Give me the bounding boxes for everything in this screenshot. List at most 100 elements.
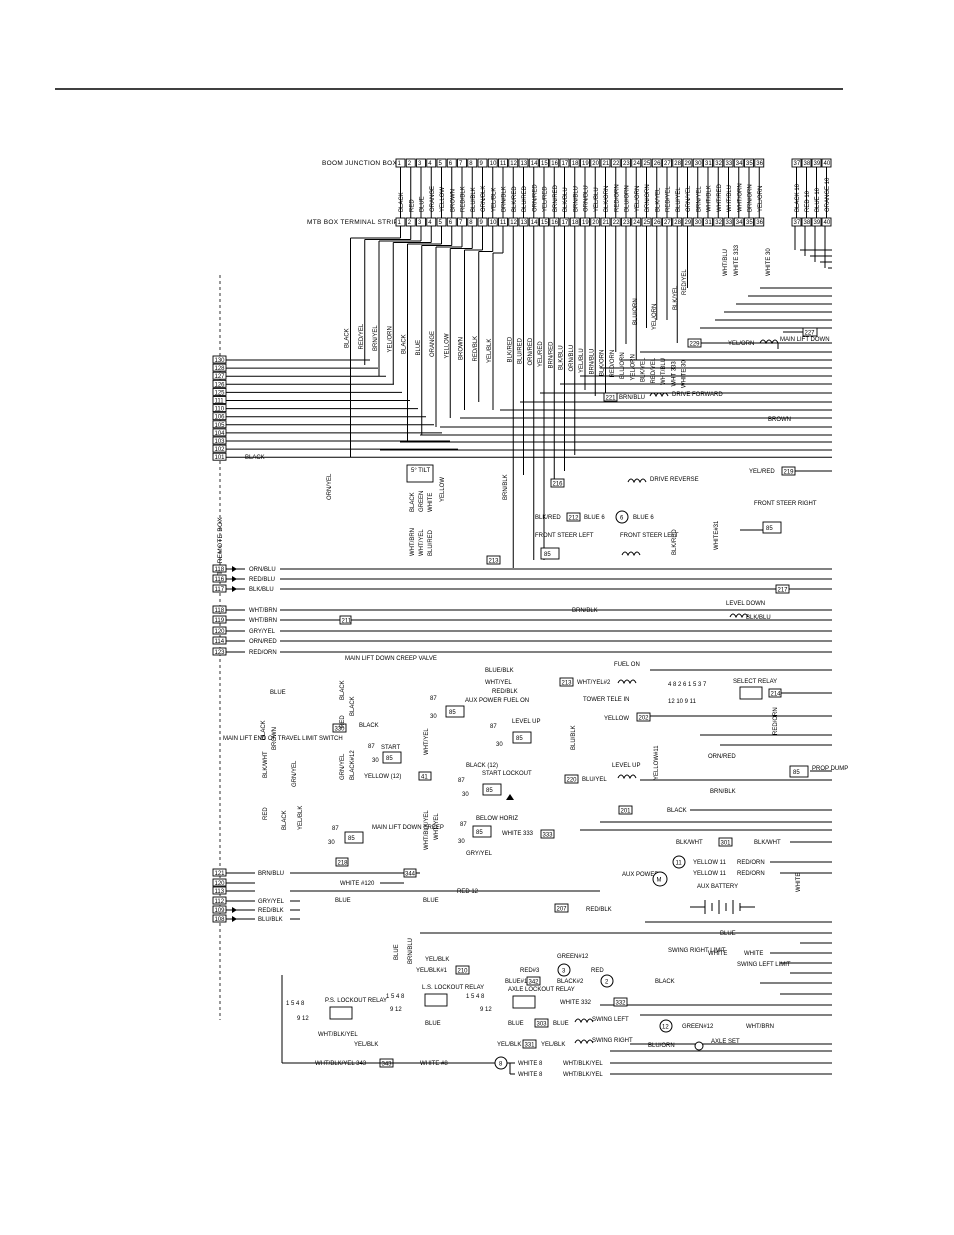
junction-terminal-number: 13 — [521, 161, 528, 167]
top-wire-label: BROWN — [450, 189, 456, 212]
svg-text:RED: RED — [591, 968, 604, 974]
svg-text:P.S. LOCKOUT RELAY: P.S. LOCKOUT RELAY — [325, 998, 387, 1004]
svg-text:87: 87 — [430, 696, 437, 702]
mid-wire-label: BLK/YEL — [641, 357, 647, 382]
svg-text:9 12: 9 12 — [480, 1007, 492, 1013]
svg-text:WHT/YEL: WHT/YEL — [434, 813, 440, 840]
svg-text:202: 202 — [639, 716, 650, 722]
strip-terminal-number: 12 — [510, 220, 517, 226]
top-wire-label: ORN/YEL — [686, 185, 692, 212]
left-terminal-number: 101 — [215, 455, 226, 461]
swing-limits: GREEN#12 SWING RIGHT LIMIT WHITE WHITE S… — [505, 948, 791, 988]
svg-text:BLUE: BLUE — [270, 690, 286, 696]
svg-text:M: M — [657, 878, 662, 884]
top-wire-label: BRN/YEL — [696, 186, 702, 212]
svg-text:210: 210 — [458, 969, 469, 975]
junction-terminal-number: 9 — [480, 161, 484, 167]
lockout-relays: P.S. LOCKOUT RELAY L.S. LOCKOUT RELAY AX… — [286, 957, 628, 1022]
strip-terminal-number: 3 — [418, 220, 422, 226]
svg-text:BLACK: BLACK — [282, 810, 288, 830]
left-bus-label: BLACK — [245, 455, 265, 461]
fuel-on-coil: FUEL ON 213 WHT/YEL#2 TOWER TELE IN YELL… — [559, 662, 651, 722]
svg-text:WHT/BRN: WHT/BRN — [746, 1024, 774, 1030]
svg-text:12 10 9 11: 12 10 9 11 — [668, 699, 697, 705]
left-terminal-number: 106 — [215, 415, 226, 421]
svg-text:LEVEL UP: LEVEL UP — [612, 763, 640, 769]
svg-text:YELLOW 11: YELLOW 11 — [693, 871, 727, 877]
remote-terminal-number: 120 — [215, 629, 226, 635]
junction-terminal-number: 29 — [685, 161, 692, 167]
svg-text:BRN/BLK: BRN/BLK — [572, 608, 598, 614]
mid-wire-label: RED/BLK — [473, 336, 479, 362]
left-terminal-number: 104 — [215, 431, 226, 437]
bottom-left-wire-label: BLU/BLK — [258, 917, 283, 923]
strip-terminal-number: 31 — [705, 220, 712, 226]
strip-terminal-number: 25 — [644, 220, 651, 226]
strip-terminal-number: 1 — [398, 220, 402, 226]
extra-wire-label: RED 10 — [805, 190, 811, 212]
svg-text:MAIN LIFT DOWN CREEP VALVE: MAIN LIFT DOWN CREEP VALVE — [345, 656, 437, 662]
strip-terminal-number: 32 — [715, 220, 722, 226]
svg-text:229: 229 — [690, 342, 701, 348]
junction-terminal-number: 18 — [572, 161, 579, 167]
svg-text:WHITE 30: WHITE 30 — [766, 248, 772, 276]
extra-wire-label: BLUE 10 — [815, 187, 821, 212]
svg-text:MAIN LIFT DOWN CREEP: MAIN LIFT DOWN CREEP — [372, 825, 444, 831]
svg-text:BLK/WHT: BLK/WHT — [676, 840, 703, 846]
svg-text:WHT/BLK/YEL: WHT/BLK/YEL — [424, 810, 430, 850]
black-201: 201 BLACK — [618, 805, 687, 815]
extra-terminal-number: 37 — [794, 161, 801, 167]
svg-text:331: 331 — [525, 1043, 536, 1049]
svg-text:85: 85 — [516, 736, 523, 742]
junction-terminal-number: 32 — [715, 161, 722, 167]
yel-red-219: YEL/RED 219 — [749, 466, 796, 476]
top-wire-label: YEL/RED — [543, 186, 549, 212]
svg-text:12: 12 — [662, 1025, 669, 1031]
svg-text:WHITE 332: WHITE 332 — [560, 1000, 592, 1006]
junction-terminal-number: 2 — [408, 161, 412, 167]
svg-text:221: 221 — [606, 396, 617, 402]
svg-text:85: 85 — [348, 836, 355, 842]
wire-label: YEL/ORN — [728, 341, 754, 347]
svg-text:ORN/RED: ORN/RED — [708, 754, 736, 760]
svg-text:85: 85 — [793, 770, 800, 776]
svg-text:BLACK#2: BLACK#2 — [557, 979, 584, 985]
svg-text:85: 85 — [544, 552, 551, 558]
strip-terminal-number: 4 — [428, 220, 432, 226]
svg-text:87: 87 — [460, 822, 467, 828]
strip-terminal-number: 19 — [582, 220, 589, 226]
junction-terminal-number: 25 — [644, 161, 651, 167]
mid-wire-label: YEL/BLU — [579, 348, 585, 373]
svg-text:YELLOW: YELLOW — [440, 477, 446, 502]
top-wire-label: WHT/RED — [717, 183, 723, 212]
svg-text:ORN/YEL: ORN/YEL — [327, 473, 333, 500]
svg-text:YEL/BLK: YEL/BLK — [425, 957, 449, 963]
mid-wire-label: YEL/RED — [538, 341, 544, 367]
remote-wire-label: WHT/BRN — [249, 618, 277, 624]
top-wire-label: BRN/BLU — [573, 186, 579, 212]
svg-text:BLU/BLK: BLU/BLK — [571, 725, 577, 750]
level-down-coil: 217 LEVEL DOWN BLK/BLU BRN/BLK 211 — [339, 584, 790, 625]
svg-text:WHT/BLK/YEL 343: WHT/BLK/YEL 343 — [315, 1061, 367, 1067]
svg-text:BLUE: BLUE — [394, 944, 400, 960]
svg-text:AXLE LOCKOUT RELAY: AXLE LOCKOUT RELAY — [508, 987, 575, 993]
mid-wire-label: BRN/RED — [548, 341, 554, 369]
junction-terminal-number: 31 — [705, 161, 712, 167]
svg-text:3: 3 — [562, 969, 566, 975]
top-wire-label: WHT/BLU — [727, 185, 733, 212]
strip-terminal-number: 11 — [500, 220, 507, 226]
svg-text:GRN/YEL: GRN/YEL — [292, 760, 298, 787]
strip-terminal-number: 22 — [613, 220, 620, 226]
svg-text:YELLOW: YELLOW — [604, 716, 629, 722]
svg-text:9 12: 9 12 — [297, 1016, 309, 1022]
svg-text:BRN/BLU: BRN/BLU — [408, 938, 414, 964]
top-wire-label: YELLOW — [440, 187, 446, 212]
strip-terminal-number: 9 — [480, 220, 484, 226]
strip-terminal-number: 16 — [551, 220, 558, 226]
svg-text:5° TILT: 5° TILT — [411, 468, 431, 474]
svg-text:L.S. LOCKOUT RELAY: L.S. LOCKOUT RELAY — [422, 985, 484, 991]
svg-text:BLACK: BLACK — [655, 979, 675, 985]
svg-text:PROP DUMP: PROP DUMP — [812, 766, 848, 772]
